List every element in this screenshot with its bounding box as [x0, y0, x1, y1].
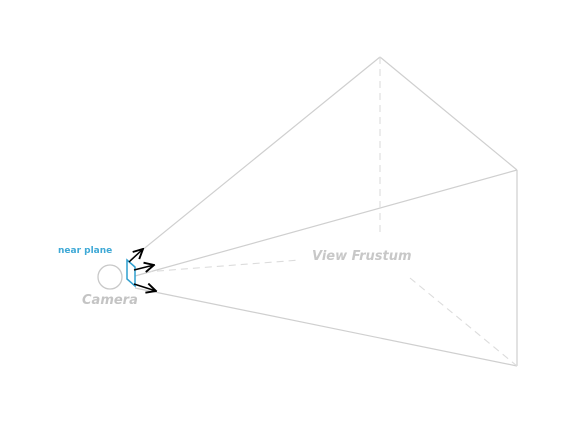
frustum-edges: [129, 56, 518, 367]
frustum-edge-bottom: [134, 287, 518, 367]
direction-arrows: [128, 249, 156, 291]
arrow-forward: [133, 265, 154, 270]
frustum-hidden-edges: [144, 57, 518, 367]
frustum-edge-mid: [134, 169, 518, 277]
near-plane-shape: [126, 258, 136, 288]
camera-label: Camera: [82, 293, 138, 308]
arrow-up: [128, 249, 143, 263]
hidden-edge-center: [144, 259, 301, 273]
view-frustum-label: View Frustum: [312, 249, 412, 264]
arrow-down: [133, 284, 156, 291]
frustum-edge-top: [129, 56, 381, 261]
near-plane: [126, 258, 136, 288]
camera-icon: [97, 264, 123, 290]
hidden-edge-bottom: [409, 277, 518, 367]
far-plane-top-edge: [379, 56, 518, 171]
near-plane-label: near plane: [58, 246, 112, 256]
